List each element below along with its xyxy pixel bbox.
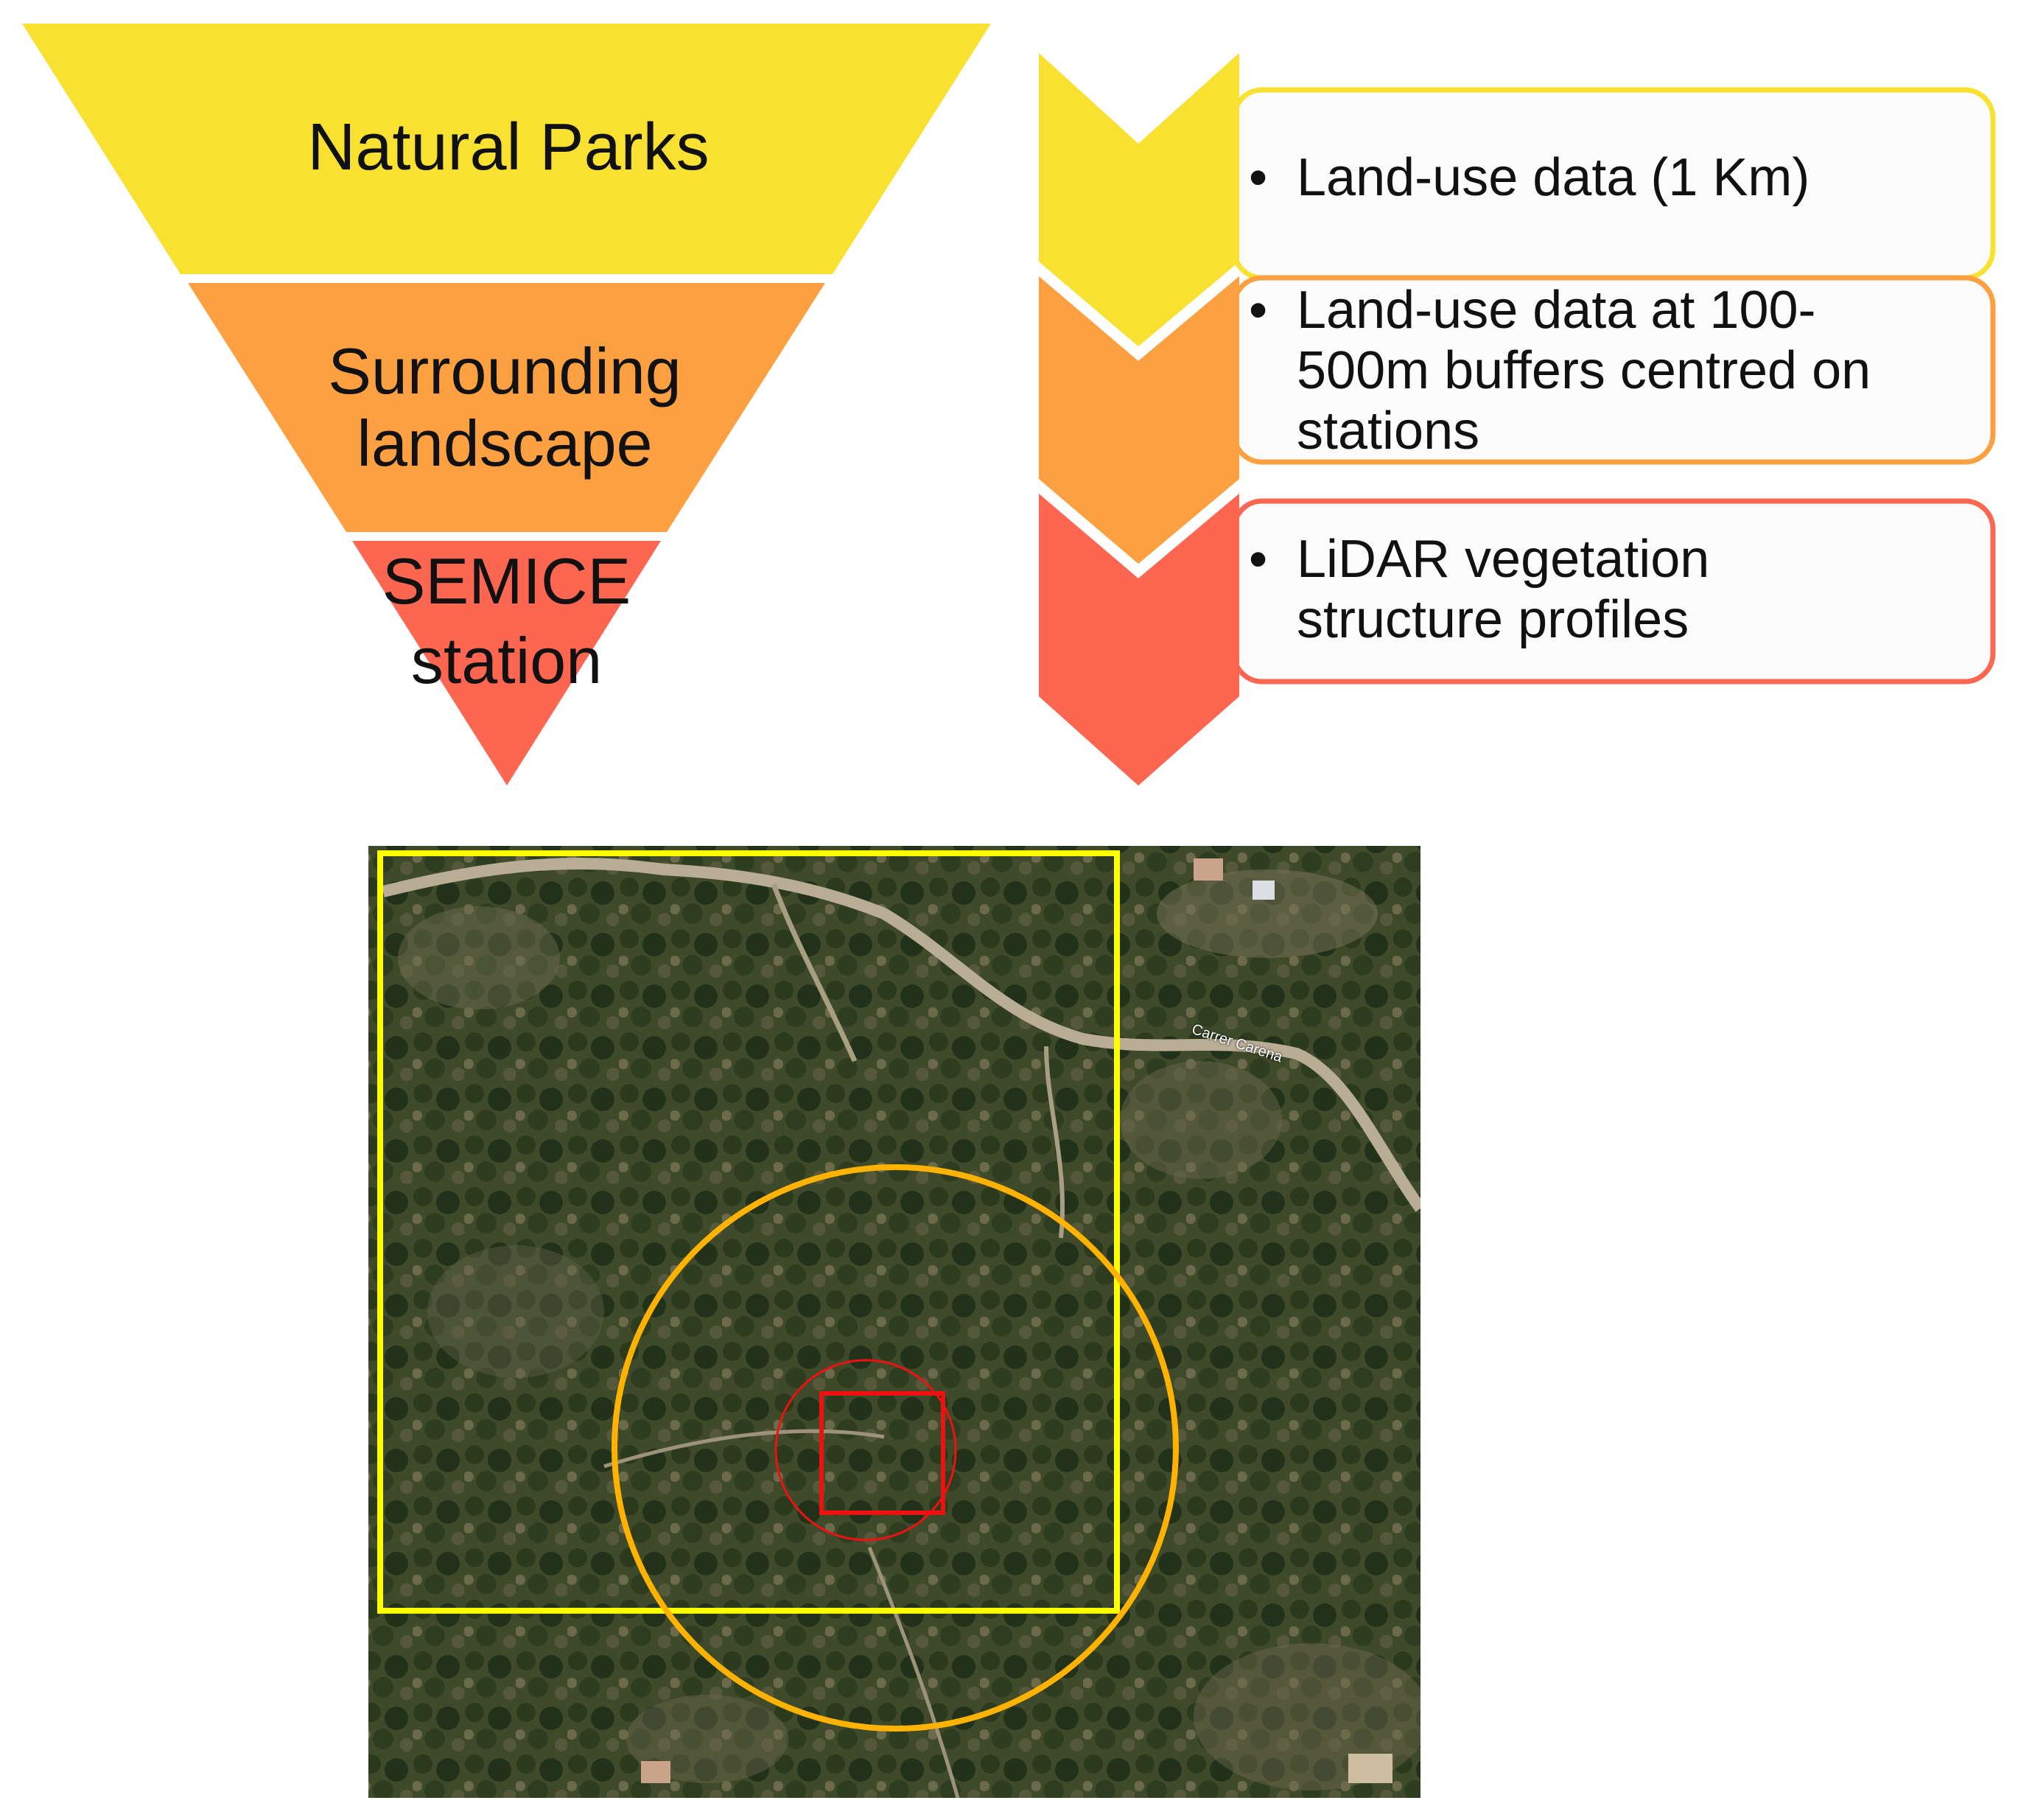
scale-text-3: • LiDAR vegetation structure profiles xyxy=(1249,529,1960,650)
scale-2-line-3: stations xyxy=(1297,402,1480,461)
bullet: • xyxy=(1249,281,1268,340)
label-semice-station: SEMICE station xyxy=(295,542,718,701)
pyramid-level-surrounding-landscape xyxy=(188,283,825,532)
pyramid-level-semice-station xyxy=(352,541,661,785)
scale-2-line-1: Land-use data at 100- xyxy=(1297,281,1816,340)
scale-1-line-1: Land-use data (1 Km) xyxy=(1297,148,1810,207)
label-natural-parks: Natural Parks xyxy=(307,111,710,184)
label-semice-line2: station xyxy=(410,624,603,697)
scale-3-line-1: LiDAR vegetation xyxy=(1297,530,1710,589)
bullet: • xyxy=(1249,530,1268,589)
scale-text-1: • Land-use data (1 Km) xyxy=(1249,148,1960,207)
scale-text-2: • Land-use data at 100- 500m buffers cen… xyxy=(1249,280,1960,461)
scale-3-line-2: structure profiles xyxy=(1297,590,1689,649)
label-surrounding-line1: Surrounding xyxy=(328,335,682,407)
bullet: • xyxy=(1249,148,1268,207)
pyramid-level-natural-parks xyxy=(22,24,991,274)
scale-2-line-2: 500m buffers centred on xyxy=(1297,341,1871,400)
label-surrounding-landscape: Surrounding landscape xyxy=(243,335,766,480)
label-semice-line1: SEMICE xyxy=(382,545,631,617)
label-surrounding-line2: landscape xyxy=(357,407,653,480)
